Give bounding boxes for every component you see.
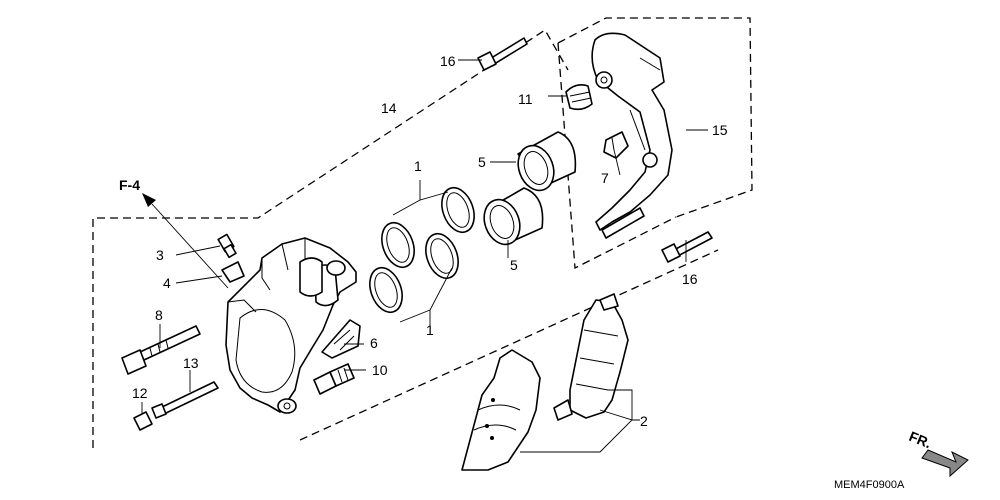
callout-15: 15	[712, 122, 728, 138]
callout-14: 14	[381, 100, 397, 116]
callout-11: 11	[518, 91, 533, 107]
callout-6: 6	[370, 335, 378, 351]
brake-pad-front	[461, 349, 541, 471]
front-marker-label: FR.	[907, 428, 934, 451]
piston-seals	[369, 186, 475, 314]
bracket-bolt-lower	[661, 231, 713, 263]
piston-upper	[517, 131, 577, 192]
callout-12: 12	[132, 385, 148, 401]
callout-1-upper: 1	[414, 158, 422, 174]
bracket-pin-bolt	[313, 363, 355, 395]
callout-8: 8	[155, 307, 163, 323]
diagram-code: MEM4F0900A	[834, 479, 905, 491]
bleeder-cap	[221, 261, 245, 283]
pad-spring	[321, 319, 361, 359]
bleeder-screw	[217, 233, 237, 259]
callout-5-upper: 5	[478, 154, 486, 170]
bracket-bolt-upper	[477, 37, 528, 71]
callout-1-lower: 1	[426, 322, 434, 338]
callout-3: 3	[156, 247, 164, 263]
callout-4: 4	[163, 275, 171, 291]
front-direction-arrow-icon	[921, 449, 969, 478]
piston-lower	[483, 187, 544, 246]
assembly-15-boundary	[557, 17, 753, 270]
assembly-14-boundary	[92, 29, 719, 448]
leader-lines	[141, 59, 708, 453]
pin-bolt	[121, 325, 201, 375]
caliper-body	[225, 237, 357, 414]
pad-pin	[151, 381, 219, 419]
callout-5-lower: 5	[510, 257, 518, 273]
reference-f4: F-4	[119, 177, 140, 193]
pad-pin-plug	[133, 411, 153, 431]
pad-retainer-clip	[603, 131, 629, 159]
caliper-bracket	[591, 32, 673, 239]
callout-13: 13	[183, 355, 199, 371]
pin-boot	[565, 84, 593, 111]
callout-16-upper: 16	[440, 53, 456, 69]
callout-2: 2	[640, 413, 648, 429]
callout-16-lower: 16	[682, 271, 698, 287]
callout-7: 7	[601, 170, 609, 186]
f4-reference-arrow-icon	[142, 193, 229, 289]
callout-10: 10	[372, 362, 388, 378]
brake-pad-rear	[553, 293, 629, 421]
